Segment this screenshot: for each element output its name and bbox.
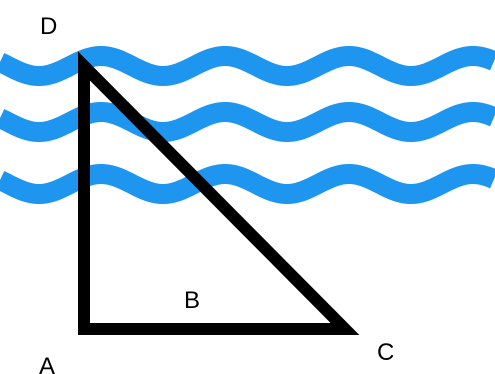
label-a: A <box>39 353 55 374</box>
right-triangle <box>78 51 360 335</box>
label-b: B <box>184 287 200 314</box>
wave-stripe <box>0 46 495 86</box>
label-d: D <box>40 13 57 40</box>
water-waves <box>0 46 495 204</box>
wave-stripe <box>0 102 495 142</box>
label-c: C <box>377 339 394 366</box>
wave-stripe <box>0 164 495 204</box>
